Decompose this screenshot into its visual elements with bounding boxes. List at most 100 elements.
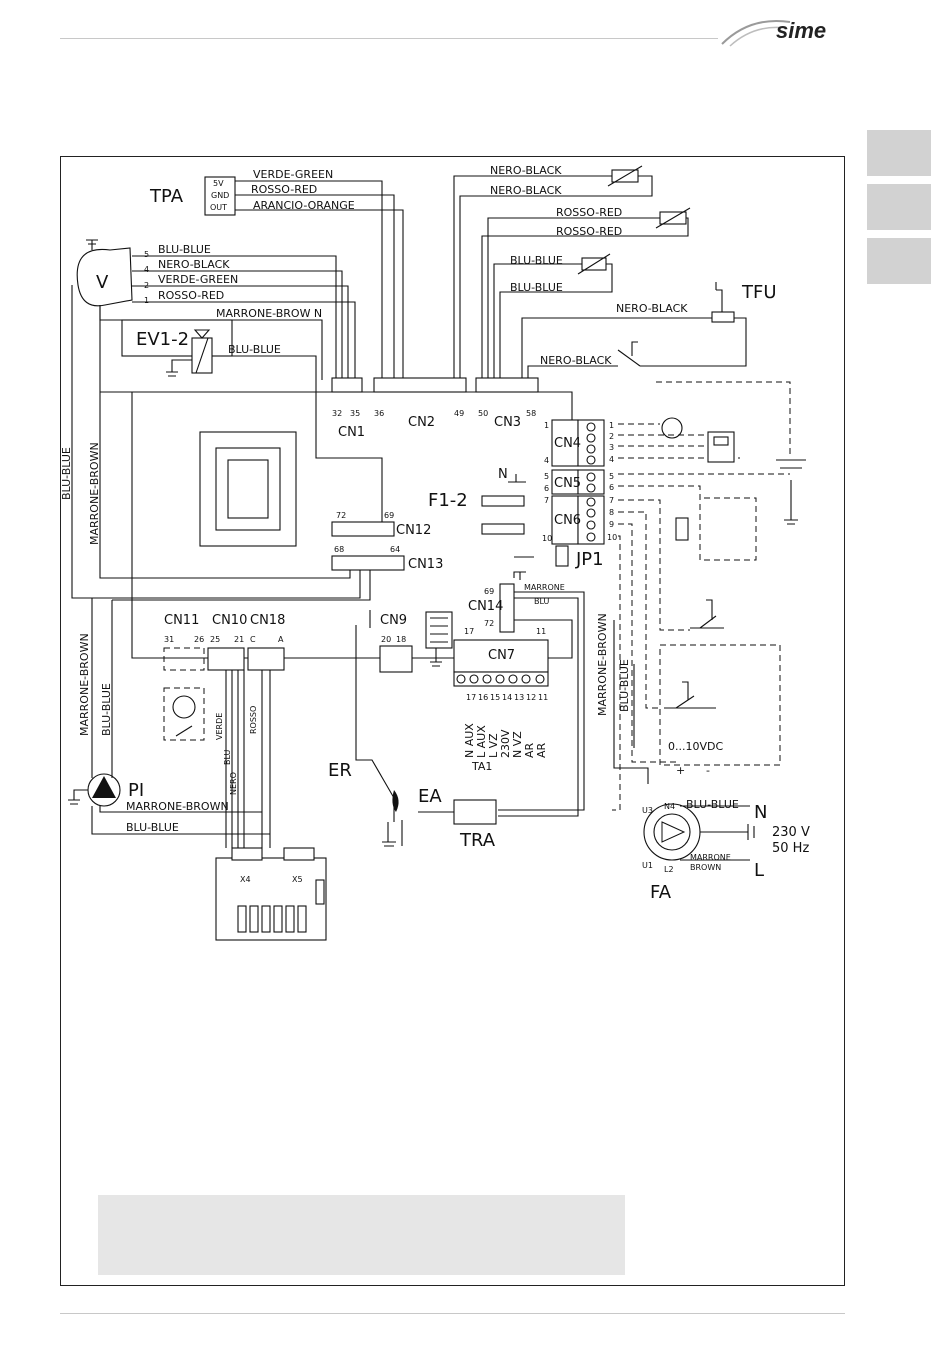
wire-marrone-brown-left: MARRONE-BROWN	[88, 442, 101, 545]
cn11-pin-31: 31	[164, 635, 174, 644]
wire-rosso-red-1: ROSSO-RED	[556, 206, 622, 219]
cn10-pin-25: 25	[210, 635, 220, 644]
fan-v-shape	[76, 247, 133, 307]
fa-pin-u1: U1	[642, 861, 653, 870]
right-pin-numbers: 1 2 3 4 5 6 7 8 9 10	[607, 421, 617, 542]
er-label: ER	[328, 760, 352, 781]
mains-l-label: L	[754, 860, 764, 881]
cn1-pin-32: 32	[332, 409, 342, 418]
svg-text:N VZ: N VZ	[511, 731, 524, 758]
pump-arrow	[92, 776, 116, 798]
transformer-tra	[453, 799, 497, 825]
section-tab-1[interactable]	[867, 130, 931, 176]
svg-text:14: 14	[502, 693, 512, 702]
cn12-label: CN12	[396, 523, 431, 538]
wire-rosso-red-v: ROSSO-RED	[158, 289, 224, 302]
wire-blu-blue-v: BLU-BLUE	[158, 243, 211, 256]
cn7-term-labels: N AUX L AUX L VZ 230V N VZ AR AR	[463, 723, 548, 758]
wire-blu-blue-left: BLU-BLUE	[60, 447, 73, 500]
brand-text: sime	[776, 18, 826, 43]
svg-text:17: 17	[466, 693, 476, 702]
wire-nero-black-tfu: NERO-BLACK	[616, 302, 688, 315]
svg-text:11: 11	[538, 693, 548, 702]
thermostat-display	[713, 436, 729, 446]
fa-pin-n4: N4	[664, 802, 675, 811]
board-dip-switches	[237, 905, 307, 933]
cn13-connector	[331, 555, 405, 571]
svg-text:5: 5	[609, 472, 614, 481]
cn3-pin-58: 58	[526, 409, 536, 418]
wire-blu-blue-mains: BLU-BLUE	[618, 659, 631, 712]
cn18-pin-a: A	[278, 635, 284, 644]
cn6-pin-7: 7	[544, 496, 549, 505]
section-tab-2[interactable]	[867, 184, 931, 230]
vdc-minus: -	[706, 764, 710, 777]
wire-nero-black-tfu-2: NERO-BLACK	[540, 354, 612, 367]
cn2-connector	[373, 377, 467, 393]
wire-nero-black-1: NERO-BLACK	[490, 164, 562, 177]
flow-switch-box	[163, 687, 205, 741]
tpa-box	[204, 176, 236, 216]
x5-connector	[283, 847, 315, 861]
cn6-label: CN6	[554, 513, 581, 528]
cn3-pin-50: 50	[478, 409, 488, 418]
cn6-terminals	[577, 495, 605, 545]
fa-label: FA	[650, 882, 672, 903]
vdc-plus: +	[676, 764, 685, 777]
cn12-pin-69: 69	[384, 511, 394, 520]
cn10-label: CN10	[212, 613, 247, 628]
cn7-pin-11: 11	[536, 627, 546, 636]
wire-blu-blue-pi: BLU-BLUE	[100, 683, 113, 736]
tfu-box	[711, 311, 735, 323]
fa-pin-u3: U3	[642, 806, 653, 815]
cn6-pin-10: 10	[542, 534, 552, 543]
svg-text:L AUX: L AUX	[475, 725, 488, 758]
cn2-pin-36: 36	[374, 409, 384, 418]
pump-pi-label: PI	[128, 780, 144, 801]
v-pin-1: 1	[144, 296, 149, 305]
ea-label: EA	[418, 786, 442, 807]
tpa-label: TPA	[149, 186, 184, 207]
wire-marrone-fa: MARRONE	[690, 853, 731, 862]
tra-label: TRA	[459, 830, 496, 851]
v-pin-4: 4	[144, 265, 149, 274]
cn11-pin-26: 26	[194, 635, 204, 644]
footer-rule	[60, 1313, 845, 1314]
cn4-terminals	[577, 419, 605, 467]
cn14-pin-69: 69	[484, 587, 494, 596]
wire-blu: BLU	[223, 749, 232, 765]
x4-connector	[231, 847, 263, 861]
cn7-pin-17: 17	[464, 627, 474, 636]
wire-rosso: ROSSO	[249, 706, 258, 734]
cn14-connector	[499, 583, 515, 633]
svg-text:15: 15	[490, 693, 500, 702]
svg-text:4: 4	[609, 455, 614, 464]
n-terminal-label: N	[498, 467, 508, 482]
svg-text:6: 6	[609, 483, 614, 492]
fuse-label: F1-2	[428, 490, 468, 511]
wire-rosso-red-tpa: ROSSO-RED	[251, 183, 317, 196]
cn10-pin-21: 21	[234, 635, 244, 644]
fuse-1	[481, 495, 525, 507]
mains-voltage: 230 V	[772, 825, 810, 840]
cn5-pin-6: 6	[544, 484, 549, 493]
svg-text:16: 16	[478, 693, 488, 702]
expansion-board	[215, 857, 327, 941]
section-tab-3[interactable]	[867, 238, 931, 284]
wire-nero: NERO	[229, 772, 238, 795]
tpa-pin-out: OUT	[210, 203, 227, 212]
x4-label: X4	[240, 875, 251, 884]
cn14-pin-72: 72	[484, 619, 494, 628]
cn4-label: CN4	[554, 436, 581, 451]
header-rule	[60, 38, 718, 39]
wire-verde-green: VERDE-GREEN	[253, 168, 333, 181]
tfu-label: TFU	[741, 282, 777, 303]
cn11-label: CN11	[164, 613, 199, 628]
vdc-label: 0...10VDC	[668, 740, 723, 753]
jp1-label: JP1	[575, 549, 604, 570]
cn4-box	[551, 419, 579, 467]
svg-text:AR: AR	[535, 742, 548, 758]
svg-text:13: 13	[514, 693, 524, 702]
cn5-pin-5: 5	[544, 472, 549, 481]
